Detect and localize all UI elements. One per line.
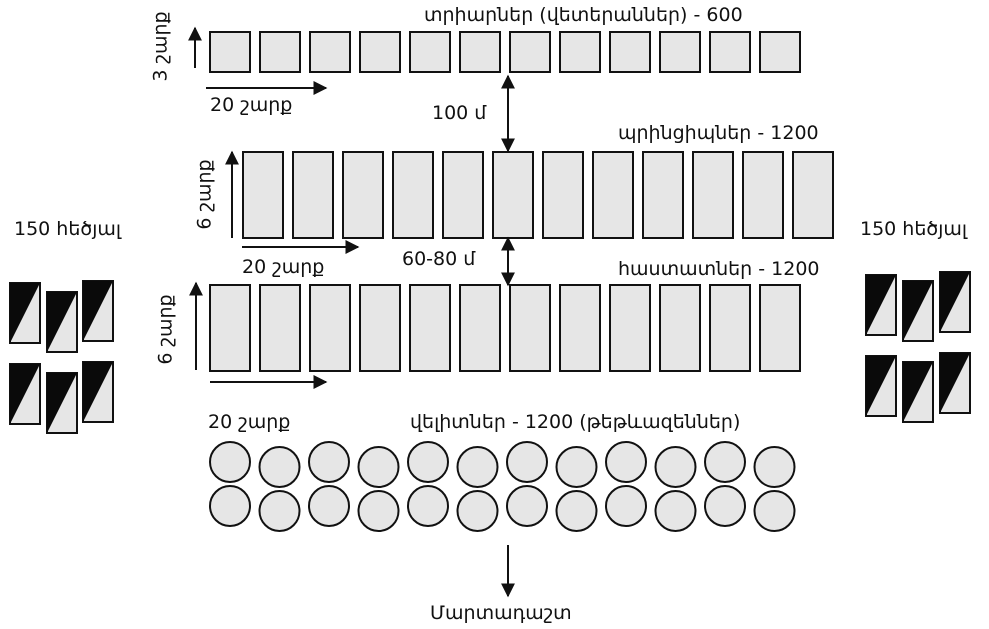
velites-unit [357,490,400,532]
hastati-maniple [509,284,551,372]
cavalry-left-label: 150 հեծյալ [14,218,122,240]
velites-unit [654,490,697,532]
princes-maniple [792,151,834,239]
velites-unit [605,441,647,483]
princes-label: պրինցիպներ - 1200 [618,122,819,144]
veterans-maniple [509,31,551,73]
rows-20-hastati-label: 20 շարք [208,411,291,433]
princes-maniple [642,151,684,239]
veterans-maniple [759,31,801,73]
cavalry-unit-shading [903,281,933,341]
hastati-maniple [309,284,351,372]
veterans-maniple [459,31,501,73]
velites-label: վելիտներ - 1200 (թեթևազեններ) [410,411,741,433]
velites-unit [258,490,301,532]
hastati-maniple [709,284,751,372]
velites-unit [407,485,449,527]
velites-unit [704,485,746,527]
princes-maniple [442,151,484,239]
hastati-maniple [759,284,801,372]
velites-unit [258,446,301,488]
cavalry-unit-shading [47,373,77,433]
hastati-row [209,284,801,372]
veterans-maniple [659,31,701,73]
veterans-maniple [359,31,401,73]
velites-unit [407,441,449,483]
velites-unit [506,485,548,527]
distance-100-label: 100 մ [432,102,487,124]
velites-unit [357,446,400,488]
veterans-maniple [709,31,751,73]
princes-maniple [242,151,284,239]
veterans-maniple [609,31,651,73]
hastati-maniple [209,284,251,372]
velites-unit [654,446,697,488]
velites-unit [605,485,647,527]
cavalry-unit-shading [866,275,896,335]
cavalry-unit-shading [903,362,933,422]
cavalry-unit-shading [940,272,970,332]
velites-row [209,441,796,532]
hastati-maniple [409,284,451,372]
princes-row [242,151,834,239]
cavalry-unit-shading [866,356,896,416]
battlefield-label: Մարտադաշտ [430,602,572,624]
veterans-maniple [559,31,601,73]
distance-60-80-label: 60-80 մ [402,248,476,270]
princes-maniple [292,151,334,239]
cavalry-unit-shading [83,281,113,341]
princes-maniple [392,151,434,239]
princes-maniple [592,151,634,239]
princes-maniple [742,151,784,239]
velites-unit [704,441,746,483]
velites-unit [209,441,251,483]
veterans-maniple [409,31,451,73]
cavalry-right-label: 150 հեծյալ [860,218,968,240]
cavalry-unit-shading [83,362,113,422]
velites-unit [506,441,548,483]
rows-6-hastati-label: 6 շարք [154,294,177,365]
velites-unit [753,446,796,488]
velites-unit [555,446,598,488]
rows-20-princes-label: 20 շարք [242,256,325,278]
rows-3-label: 3 շարք [149,11,172,82]
rows-20-veterans-label: 20 շարք [210,94,293,116]
velites-unit [308,441,350,483]
princes-maniple [542,151,584,239]
velites-unit [456,490,499,532]
princes-maniple [692,151,734,239]
velites-unit [308,485,350,527]
hastati-maniple [259,284,301,372]
princes-maniple [342,151,384,239]
hastati-maniple [359,284,401,372]
velites-unit [555,490,598,532]
veterans-maniple [259,31,301,73]
hastati-maniple [559,284,601,372]
hastati-maniple [659,284,701,372]
veterans-maniple [309,31,351,73]
velites-unit [456,446,499,488]
veterans-row [209,31,801,73]
cavalry-unit-shading [10,364,40,424]
hastati-label: հաստատներ - 1200 [618,258,820,280]
cavalry-unit-shading [47,292,77,352]
veterans-label: տրիարներ (վետերաններ) - 600 [424,4,743,26]
hastati-maniple [609,284,651,372]
cavalry-left-group [9,280,114,434]
cavalry-unit-shading [940,353,970,413]
princes-maniple [492,151,534,239]
velites-unit [753,490,796,532]
cavalry-unit-shading [10,283,40,343]
cavalry-right-group [865,271,971,423]
velites-unit [209,485,251,527]
rows-6-princes-label: 6 շարք [193,159,216,230]
veterans-maniple [209,31,251,73]
hastati-maniple [459,284,501,372]
